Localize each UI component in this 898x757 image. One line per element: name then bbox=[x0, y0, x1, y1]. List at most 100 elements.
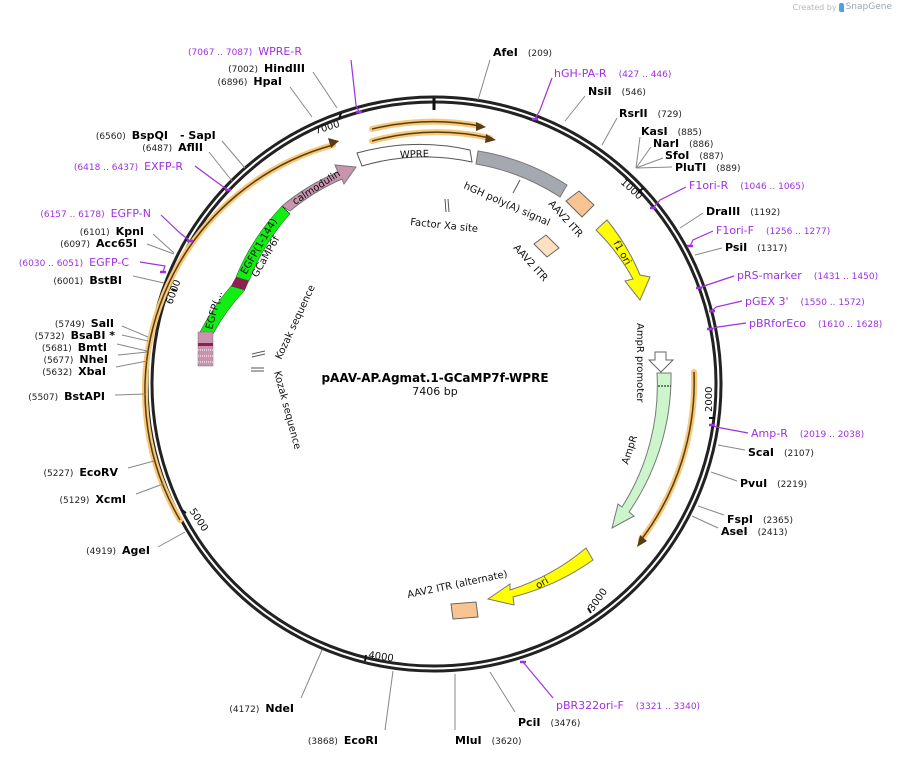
enzyme-site[interactable]: (7002)HindIII bbox=[228, 62, 338, 109]
primer-label: hGH-PA-R(427 .. 446) bbox=[554, 67, 671, 80]
primer-site[interactable]: hGH-PA-R(427 .. 446) bbox=[532, 67, 671, 121]
enzyme-site[interactable]: KasI(885) bbox=[635, 125, 702, 169]
enzyme-label: (4172)NdeI bbox=[229, 702, 294, 715]
enzyme-site[interactable]: PciI(3476) bbox=[489, 671, 580, 729]
enzyme-site[interactable]: NsiI(546) bbox=[564, 85, 646, 122]
primer-site[interactable]: pRS-marker(1431 .. 1450) bbox=[696, 269, 878, 290]
primer-site[interactable]: (6418 .. 6437)EXFP-R bbox=[74, 160, 231, 192]
enzyme-label: (4919)AgeI bbox=[86, 544, 150, 557]
enzyme-label: PciI(3476) bbox=[518, 716, 580, 729]
feature-label-ampr-promoter: AmpR promoter bbox=[634, 323, 645, 403]
enzyme-site[interactable]: FspI(2365) bbox=[697, 505, 793, 526]
tick-label-3000: 3000 bbox=[586, 587, 610, 614]
primer-site[interactable]: pBR322ori-F(3321 .. 3340) bbox=[520, 660, 700, 712]
primer-site[interactable]: Amp-R(2019 .. 2038) bbox=[709, 423, 864, 440]
enzyme-site[interactable]: PluTI(889) bbox=[635, 161, 740, 174]
enzyme-label: RsrII(729) bbox=[619, 107, 682, 120]
enzyme-site[interactable]: (5681)BmtI bbox=[42, 341, 148, 354]
primer-label: (7067 .. 7087)WPRE-R bbox=[188, 45, 302, 58]
enzyme-site[interactable]: (6097)Acc65I bbox=[60, 237, 175, 255]
enzyme-label: (5749)SalI bbox=[55, 317, 114, 330]
enzyme-label: (6560)BspQI bbox=[96, 129, 168, 142]
enzyme-label-extra[interactable]: - SapI bbox=[180, 129, 216, 142]
enzyme-site[interactable]: PvuI(2219) bbox=[710, 471, 807, 490]
feature-wpre[interactable]: WPRE bbox=[356, 144, 473, 167]
feature-ampr-promoter[interactable]: AmpR promoter bbox=[634, 323, 675, 403]
primer-label: Amp-R(2019 .. 2038) bbox=[751, 427, 864, 440]
primer-label: (6030 .. 6051)EGFP-C bbox=[19, 256, 129, 269]
enzyme-site[interactable]: (5632)XbaI bbox=[42, 360, 148, 378]
enzyme-site[interactable]: SfoI(887) bbox=[635, 149, 724, 169]
feature-aav2-itr-alternate[interactable]: AAV2 ITR (alternate) bbox=[406, 569, 509, 620]
plasmid-length: 7406 bp bbox=[412, 385, 457, 398]
enzyme-label: KasI(885) bbox=[641, 125, 702, 138]
feature-factor-xa-site[interactable]: Factor Xa site bbox=[410, 198, 479, 235]
enzyme-label: (5129)XcmI bbox=[60, 493, 127, 506]
enzyme-site[interactable]: (6560)BspQI bbox=[96, 129, 246, 169]
enzyme-label: SfoI(887) bbox=[665, 149, 724, 162]
feature-kozak-2[interactable]: Kozak sequence bbox=[251, 367, 303, 451]
primer-label: pGEX 3'(1550 .. 1572) bbox=[745, 295, 865, 308]
enzyme-site[interactable]: ScaI(2107) bbox=[717, 444, 814, 459]
enzyme-label: (3868)EcoRI bbox=[308, 734, 378, 747]
tick-label-2000: 2000 bbox=[704, 387, 715, 412]
tick-label-4000: 4000 bbox=[368, 650, 395, 664]
feature-calmodulin[interactable]: calmodulin bbox=[281, 164, 357, 212]
enzyme-site[interactable]: (5129)XcmI bbox=[60, 483, 164, 506]
feature-label-calmodulin: calmodulin bbox=[291, 168, 343, 207]
feature-f1-ori[interactable]: f1 ori bbox=[595, 219, 651, 301]
enzyme-site[interactable]: (5227)EcoRV bbox=[43, 460, 155, 479]
feature-label-hgh-polya: hGH poly(A) signal bbox=[462, 181, 552, 229]
primer-label: F1ori-R(1046 .. 1065) bbox=[689, 179, 805, 192]
primer-site[interactable]: F1ori-F(1256 .. 1277) bbox=[687, 224, 830, 248]
enzyme-site[interactable]: (6101)KpnI bbox=[80, 225, 175, 254]
feature-hgh-polya[interactable]: hGH poly(A) signal bbox=[462, 150, 568, 229]
primer-site[interactable]: F1ori-R(1046 .. 1065) bbox=[650, 179, 805, 210]
enzyme-site[interactable]: (5749)SalI bbox=[55, 317, 149, 338]
enzyme-label: PluTI(889) bbox=[675, 161, 740, 174]
credit-brand: SnapGene bbox=[845, 2, 892, 12]
feature-aav2-itr-inner[interactable]: AAV2 ITR bbox=[511, 234, 560, 284]
enzyme-site[interactable]: MluI(3620) bbox=[454, 674, 522, 747]
primer-site[interactable]: pGEX 3'(1550 .. 1572) bbox=[709, 295, 865, 313]
enzyme-site[interactable]: PsiI(1317) bbox=[694, 241, 787, 256]
enzyme-label: (7002)HindIII bbox=[228, 62, 305, 75]
enzyme-site[interactable]: (6001)BstBI bbox=[53, 274, 165, 287]
enzyme-label: (6896)HpaI bbox=[217, 75, 282, 88]
enzyme-site[interactable]: (4172)NdeI bbox=[229, 649, 323, 715]
enzyme-label: (5681)BmtI bbox=[42, 341, 107, 354]
feature-egfp-partial[interactable]: EGFP(... bbox=[199, 285, 246, 335]
enzyme-label: MluI(3620) bbox=[455, 734, 522, 747]
feature-label-kozak-2: Kozak sequence bbox=[271, 370, 303, 451]
enzyme-site[interactable]: (5732)BsaBI * bbox=[35, 329, 149, 342]
enzyme-site[interactable]: AfeI(209) bbox=[477, 46, 552, 101]
feature-calmodulin-tail[interactable] bbox=[197, 331, 214, 367]
feature-label-wpre: WPRE bbox=[400, 149, 430, 161]
plasmid-name: pAAV-AP.Agmat.1-GCaMP7f-WPRE bbox=[321, 371, 548, 385]
enzyme-site[interactable]: NarI(886) bbox=[635, 137, 713, 169]
enzyme-site[interactable]: (5677)NheI bbox=[43, 351, 148, 366]
primer-site[interactable]: (6030 .. 6051)EGFP-C bbox=[19, 256, 166, 274]
enzyme-label: DraIII(1192) bbox=[706, 205, 780, 218]
enzyme-label: FspI(2365) bbox=[727, 513, 793, 526]
enzyme-label: PvuI(2219) bbox=[740, 477, 807, 490]
feature-aav2-itr[interactable]: AAV2 ITR bbox=[546, 190, 595, 240]
feature-kozak-1[interactable]: Kozak sequence bbox=[251, 283, 318, 361]
enzyme-site[interactable]: (6487)AflII bbox=[142, 141, 233, 182]
enzyme-site[interactable]: RsrII(729) bbox=[601, 107, 682, 146]
enzyme-site[interactable]: (5507)BstAPI bbox=[28, 390, 147, 403]
primer-site[interactable]: (6157 .. 6178)EGFP-N bbox=[40, 207, 193, 243]
primer-site[interactable]: (7067 .. 7087)WPRE-R bbox=[188, 45, 362, 114]
primer-site[interactable]: pBRforEco(1610 .. 1628) bbox=[707, 317, 882, 331]
enzyme-site[interactable]: (3868)EcoRI bbox=[308, 670, 394, 747]
enzyme-site[interactable]: (4919)AgeI bbox=[86, 531, 186, 557]
primer-label: F1ori-F(1256 .. 1277) bbox=[716, 224, 830, 237]
snapgene-logo-icon bbox=[838, 2, 844, 12]
enzyme-site[interactable]: AseI(2413) bbox=[691, 515, 788, 538]
enzyme-label: (5632)XbaI bbox=[42, 365, 106, 378]
enzyme-site[interactable]: DraIII(1192) bbox=[679, 205, 780, 229]
feature-label-factor-xa-site: Factor Xa site bbox=[410, 217, 479, 235]
enzyme-site[interactable]: (6896)HpaI bbox=[217, 75, 313, 118]
enzyme-label: (5677)NheI bbox=[43, 353, 108, 366]
enzyme-label: (5507)BstAPI bbox=[28, 390, 105, 403]
